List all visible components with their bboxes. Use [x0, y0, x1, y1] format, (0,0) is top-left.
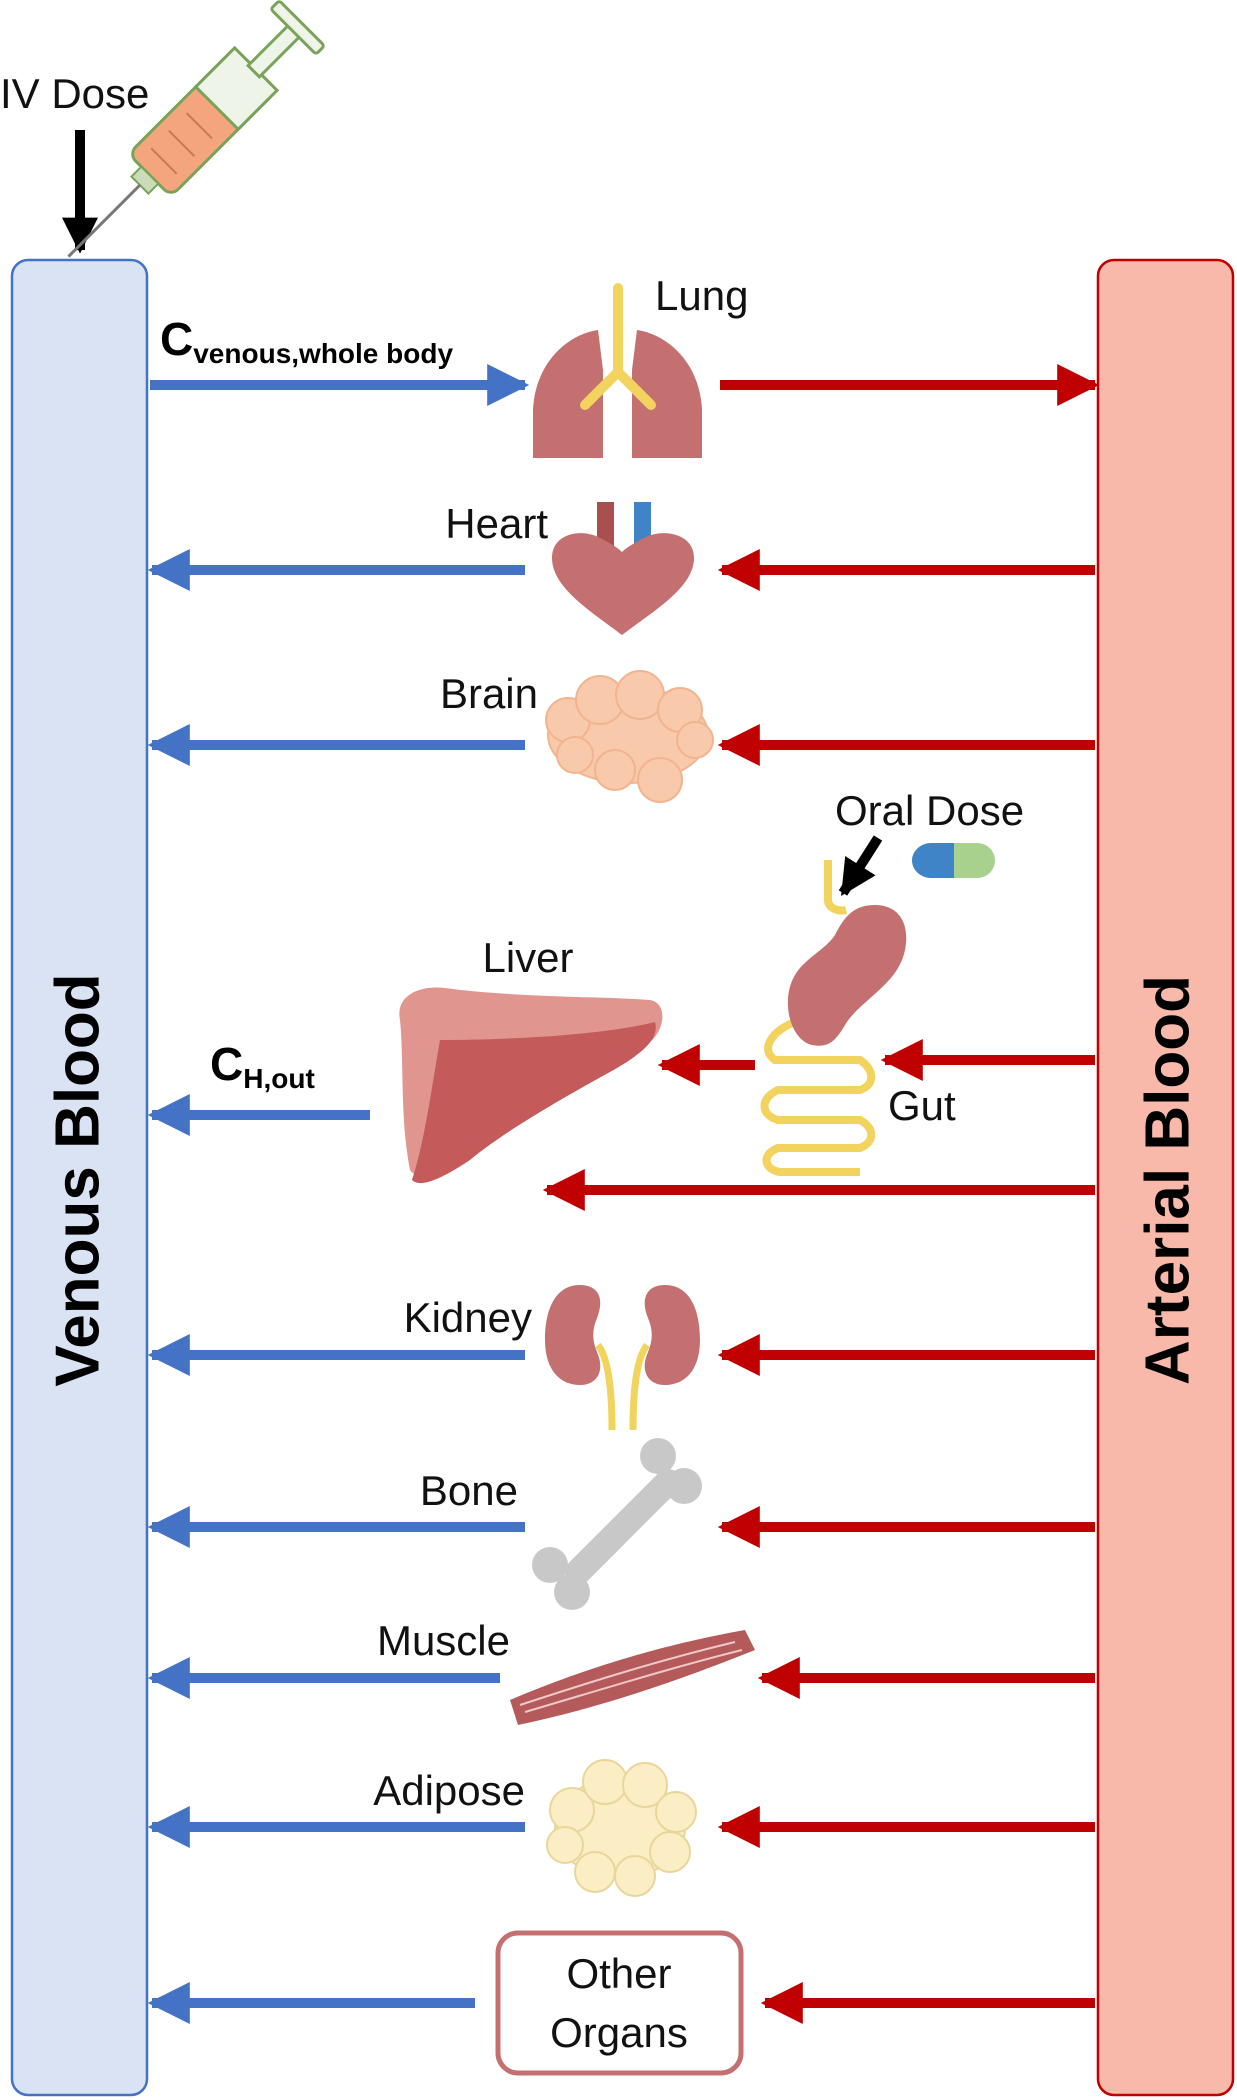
- gut-label: Gut: [888, 1082, 956, 1129]
- oral-dose-label: Oral Dose: [835, 787, 1024, 834]
- other-organs-label-line1: Other: [566, 1950, 671, 1997]
- adipose-label: Adipose: [373, 1767, 525, 1814]
- heart-icon: [552, 502, 694, 635]
- iv-dose-label: IV Dose: [0, 70, 149, 117]
- c-venous-whole-body-label: Cvenous,whole body: [160, 313, 453, 369]
- muscle-label: Muscle: [377, 1617, 510, 1664]
- c-h-out-label: CH,out: [210, 1038, 315, 1094]
- arterial-blood-compartment: [1096, 258, 1235, 2097]
- venous-blood-label: Venous Blood: [44, 973, 113, 1386]
- heart-label: Heart: [445, 500, 548, 547]
- liver-icon: [399, 987, 663, 1184]
- kidney-icon: [545, 1285, 700, 1431]
- other-organs-box: [495, 1930, 744, 2076]
- liver-label: Liver: [482, 934, 573, 981]
- adipose-icon: [546, 1759, 697, 1897]
- muscle-icon: [510, 1630, 755, 1725]
- brain-label: Brain: [440, 670, 538, 717]
- kidney-label: Kidney: [404, 1294, 532, 1341]
- arterial-blood-label: Arterial Blood: [1134, 975, 1203, 1385]
- lung-icon: [533, 283, 702, 458]
- bone-label: Bone: [420, 1467, 518, 1514]
- bone-icon: [532, 1438, 702, 1610]
- other-organs-label-line2: Organs: [550, 2009, 688, 2056]
- syringe-icon: [67, 0, 325, 258]
- oral-dose-arrow: [838, 835, 883, 897]
- brain-icon: [545, 670, 714, 803]
- capsule-icon: [912, 843, 995, 878]
- lung-label: Lung: [655, 272, 748, 319]
- venous-blood-compartment: [10, 258, 149, 2097]
- gut-icon: [760, 860, 907, 1176]
